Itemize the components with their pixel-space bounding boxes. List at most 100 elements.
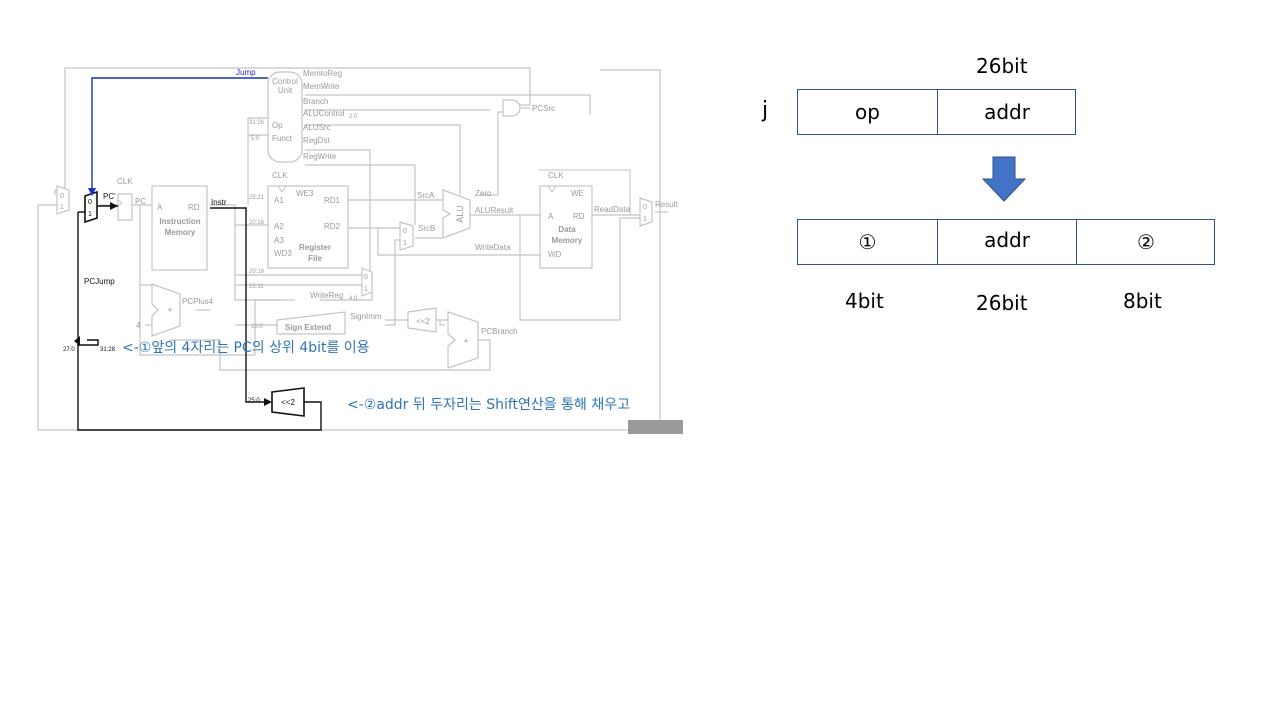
bits-20-16: 20:16	[249, 220, 265, 226]
sig-regwrite: RegWrite	[303, 152, 337, 161]
sig-regdst: RegDst	[303, 136, 330, 145]
sig-branch: Branch	[303, 97, 328, 106]
bits-25-21: 25:21	[249, 195, 265, 201]
mips-datapath-diagram: Control Unit Op Funct MemtoReg MemWrite …	[37, 67, 683, 434]
j-label: j	[762, 98, 769, 123]
imem-rd: RD	[188, 203, 200, 212]
sign-extend-label: Sign Extend	[285, 323, 331, 332]
jump-address-box: ① addr ②	[797, 219, 1215, 265]
result-field-addr: addr	[937, 220, 1076, 264]
rf-name: Register	[299, 243, 331, 252]
sign-extend	[276, 311, 346, 335]
rf-wd3: WD3	[274, 249, 292, 258]
alu-label: ALU	[455, 205, 465, 223]
bits-20-16-b: 20:16	[249, 269, 265, 275]
four-label: 4	[136, 321, 141, 330]
pcbranch-adder	[447, 311, 479, 369]
bits-label-3: 8bit	[1123, 289, 1162, 313]
pc-register	[117, 193, 133, 221]
note-1: <-①앞의 4자리는 PC의 상위 4bit를 이용	[122, 340, 370, 356]
field-op: op	[855, 100, 880, 124]
dmem-name: Data	[558, 225, 576, 234]
bits-25-0: 25:0	[248, 398, 260, 404]
alu	[442, 189, 471, 239]
svg-text:+: +	[463, 336, 468, 346]
pc-mux	[56, 185, 70, 215]
bits-15-11: 15:11	[249, 284, 264, 290]
mux-1: 1	[60, 204, 64, 211]
dmem-wd: WD	[548, 250, 562, 259]
bits-label-1: 4bit	[845, 289, 884, 313]
srcb-label: SrcB	[418, 224, 435, 233]
rf-rd1: RD1	[324, 196, 341, 205]
writereg-label: WriteReg	[310, 291, 343, 300]
srca-label: SrcA	[417, 191, 435, 200]
top-bit-label: 26bit	[976, 54, 1028, 78]
and-gate	[502, 99, 521, 117]
alusrc-mux	[399, 221, 414, 251]
instruction-memory	[151, 185, 208, 271]
jump-mux-1: 1	[88, 211, 92, 218]
j-instruction-box: op addr	[797, 89, 1076, 135]
sig-alucontrol: ALUControl	[303, 109, 345, 118]
alusrc-1: 1	[403, 240, 407, 247]
imem-name-2: Memory	[165, 228, 196, 237]
rf-a1: A1	[274, 196, 284, 205]
dmem-name-2: Memory	[552, 236, 583, 245]
result-field-2: ②	[1076, 220, 1215, 264]
bits-label-2: 26bit	[976, 291, 1028, 315]
jump-label: Jump	[236, 68, 256, 77]
shift-branch	[407, 307, 437, 333]
rf-a2: A2	[274, 222, 284, 231]
control-unit-label: Control	[272, 77, 298, 86]
pcbranch-label: PCBranch	[481, 327, 517, 336]
bits-27-0: 27:0	[63, 347, 75, 353]
regdst-0: 0	[364, 274, 368, 281]
aluresult-label: ALUResult	[475, 206, 514, 215]
bits-31-28: 31:28	[100, 347, 116, 353]
pcjump-label: PCJump	[84, 277, 115, 286]
alucontrol-bits: 2:0	[349, 114, 358, 120]
clk-dmem: CLK	[548, 171, 564, 180]
imem-name: Instruction	[159, 217, 200, 226]
pc-prime-label: PC'	[103, 192, 116, 201]
pcsrc-label: PCSrc	[532, 104, 555, 113]
zero-label: Zero	[475, 189, 492, 198]
result-label: Result	[655, 200, 678, 209]
funct-bits: 5:0	[251, 136, 260, 142]
data-memory	[539, 185, 593, 269]
readdata-label: ReadData	[594, 205, 631, 214]
writedata-label: WriteData	[475, 243, 511, 252]
dmem-a: A	[548, 212, 554, 221]
dmem-we: WE	[571, 189, 584, 198]
bits-15-0: 15:0	[251, 324, 263, 330]
regdst-mux	[361, 267, 373, 297]
control-funct-label: Funct	[272, 134, 293, 143]
jump-mux-0: 0	[88, 199, 92, 206]
noise-patch	[628, 420, 683, 434]
memtoreg-mux	[639, 197, 653, 227]
memtoreg-0: 0	[643, 204, 647, 211]
rf-a3: A3	[274, 236, 284, 245]
writereg-bits: 4:0	[349, 296, 358, 302]
svg-text:+: +	[167, 305, 172, 315]
note-2: <-②addr 뒤 두자리는 Shift연산을 통해 채우고	[347, 397, 630, 413]
pcplus4-label: PCPlus4	[182, 297, 214, 306]
alusrc-0: 0	[403, 228, 407, 235]
sig-memtoreg: MemtoReg	[303, 69, 342, 78]
shift-jump	[271, 387, 305, 417]
shift-jump-label: <<2	[281, 398, 295, 407]
pc-label: PC	[135, 197, 146, 206]
field-addr: addr	[937, 90, 1076, 134]
clk-pc: CLK	[117, 177, 133, 186]
clk-regfile: CLK	[272, 171, 288, 180]
pcplus4-adder	[151, 283, 181, 337]
sig-alusrc: ALUSrc	[303, 123, 331, 132]
instr-label: Instr	[211, 198, 227, 207]
sig-memwrite: MemWrite	[303, 82, 340, 91]
rf-name-2: File	[308, 254, 322, 263]
imem-a: A	[157, 203, 163, 212]
regdst-1: 1	[364, 286, 368, 293]
rf-we3: WE3	[296, 189, 314, 198]
signimm-label: SignImm	[350, 312, 382, 321]
